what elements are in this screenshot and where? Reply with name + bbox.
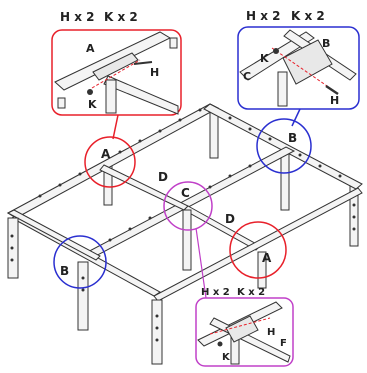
part-h-label: H <box>150 66 159 79</box>
table-frame <box>6 103 363 365</box>
qty-k-label: K x 2 <box>237 287 265 298</box>
circle-b-right <box>256 118 312 174</box>
circle-a-top <box>84 136 136 188</box>
frame-label-d: D <box>158 170 168 184</box>
leader-line-c-bottom <box>195 227 207 299</box>
part-k-label: K <box>222 352 231 363</box>
qty-h-label: H x 2 <box>201 287 230 298</box>
rail-holes <box>10 108 356 342</box>
frame-label-b: B <box>60 264 69 278</box>
qty-k-label: K x 2 <box>104 10 138 24</box>
circle-b-left <box>53 235 107 289</box>
leader-line-b-top <box>291 108 301 127</box>
part-k-label: K <box>260 52 269 65</box>
part-a-label: A <box>86 42 95 55</box>
leader-line-a-top <box>112 114 119 140</box>
frame-label-a: A <box>262 251 272 265</box>
qty-k-label: K x 2 <box>291 9 325 23</box>
frame-label-a: A <box>101 147 111 161</box>
part-b-label: B <box>322 37 330 50</box>
frame-label-b: B <box>288 131 297 145</box>
callout-bottom-right: H x 2 K x 2 H F K <box>195 287 294 367</box>
part-h-label: H <box>267 327 275 338</box>
callout-top-right: H x 2 K x 2 B K C H <box>237 9 360 110</box>
qty-h-label: H x 2 <box>246 9 281 23</box>
frame-label-d: D <box>225 212 235 226</box>
part-c-label: C <box>243 70 251 83</box>
part-h-label: H <box>330 94 339 107</box>
circle-c-center <box>163 181 213 231</box>
frame-label-c: C <box>181 186 190 200</box>
circle-a-bottom <box>229 221 287 279</box>
part-f-label: F <box>280 338 287 349</box>
callout-top-left: H x 2 K x 2 A H K <box>51 10 182 116</box>
qty-h-label: H x 2 <box>60 10 95 24</box>
part-k-label: K <box>88 98 97 111</box>
